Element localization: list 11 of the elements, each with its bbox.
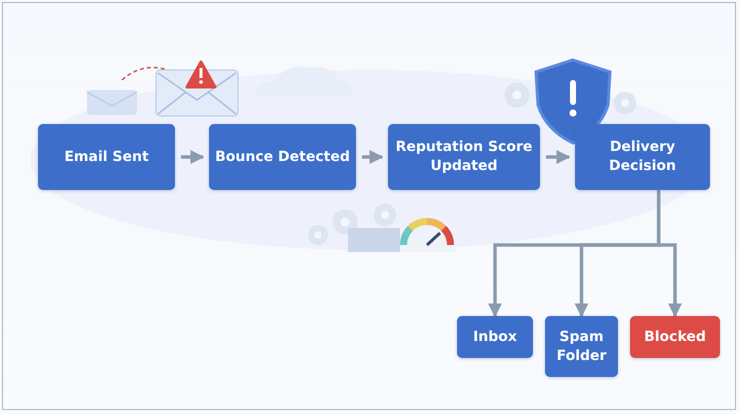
- arrow: [181, 150, 204, 164]
- arrow: [656, 190, 682, 318]
- process-box: Email Sent: [38, 124, 175, 190]
- arrow: [546, 150, 570, 164]
- process-box: Bounce Detected: [209, 124, 356, 190]
- arrow: [362, 150, 384, 164]
- process-box: Reputation Score Updated: [388, 124, 540, 190]
- process-box: Inbox: [457, 316, 533, 358]
- process-box: Spam Folder: [545, 316, 618, 377]
- process-box: Delivery Decision: [575, 124, 710, 190]
- process-box: Blocked: [630, 316, 720, 358]
